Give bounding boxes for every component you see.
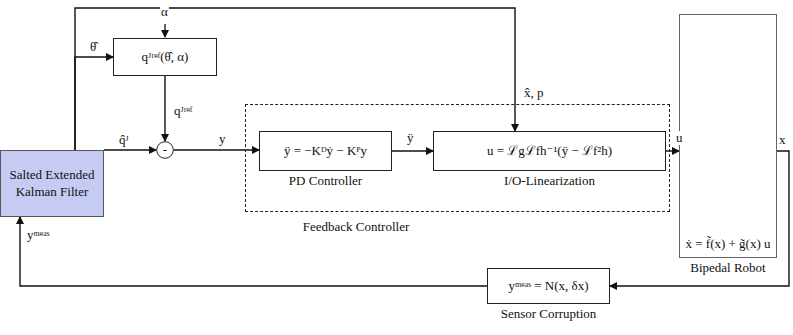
node-caption: Feedback Controller bbox=[303, 219, 410, 235]
signal-arrow bbox=[104, 149, 156, 150]
signal-name: α bbox=[160, 5, 169, 19]
node-caption: I/O-Linearization bbox=[504, 173, 595, 189]
node-caption: Bipedal Robot bbox=[690, 260, 765, 276]
process-box: yᵐᵉᵃˢ = N(x, δx)Sensor Corruption bbox=[487, 268, 610, 304]
signal-arrow bbox=[20, 217, 487, 286]
signal-arrow bbox=[392, 150, 433, 151]
signal-arrow bbox=[164, 76, 165, 141]
node-text: u = ℒgℒfh⁻¹(ÿ − ℒf²h) bbox=[487, 143, 612, 159]
signal-name: yᵐᵉᵃˢ bbox=[26, 228, 51, 242]
node-text: yᵐᵉᵃˢ = N(x, δx) bbox=[508, 278, 588, 294]
signal-name: qᴶʳᵉᶠ bbox=[173, 104, 194, 118]
reference-box: qᴶʳᵉᶠ(θ̂, α) bbox=[113, 38, 217, 76]
node-text: - bbox=[163, 142, 167, 158]
signal-arrow bbox=[174, 149, 259, 150]
node-text: qᴶʳᵉᶠ(θ̂, α) bbox=[142, 49, 189, 65]
signal-name: ÿ bbox=[406, 131, 415, 145]
signal-name: q̂ᴶ bbox=[118, 133, 130, 147]
signal-name: x̂, p bbox=[523, 86, 545, 100]
node-text: ẋ = f̃(x) + g̃(x) u bbox=[685, 236, 770, 252]
process-box: ÿ = −Kᴰẏ − KᴾyPD Controller bbox=[259, 131, 392, 171]
node-caption: PD Controller bbox=[289, 173, 362, 189]
controller-group: Feedback Controllerÿ = −Kᴰẏ − KᴾyPD Cont… bbox=[245, 104, 670, 212]
signal-arrow bbox=[666, 150, 679, 151]
node-text: Salted Extended Kalman Filter bbox=[6, 167, 98, 200]
node-caption: Sensor Corruption bbox=[501, 306, 597, 322]
signal-name: θ̂ bbox=[89, 40, 97, 54]
signal-name: y bbox=[218, 132, 227, 146]
signal-arrow bbox=[75, 57, 113, 150]
filter-box: Salted Extended Kalman Filter bbox=[0, 150, 104, 217]
process-box: u = ℒgℒfh⁻¹(ÿ − ℒf²h)I/O-Linearization bbox=[433, 131, 666, 171]
input-wire bbox=[164, 24, 165, 37]
signal-arrow bbox=[75, 8, 515, 150]
summing-junction: - bbox=[156, 141, 174, 159]
signal-name: x bbox=[778, 133, 787, 147]
plant-box: ẋ = f̃(x) + g̃(x) uBipedal Robot bbox=[679, 14, 777, 258]
signal-name: u bbox=[675, 131, 684, 145]
node-text: ÿ = −Kᴰẏ − Kᴾy bbox=[284, 143, 367, 159]
